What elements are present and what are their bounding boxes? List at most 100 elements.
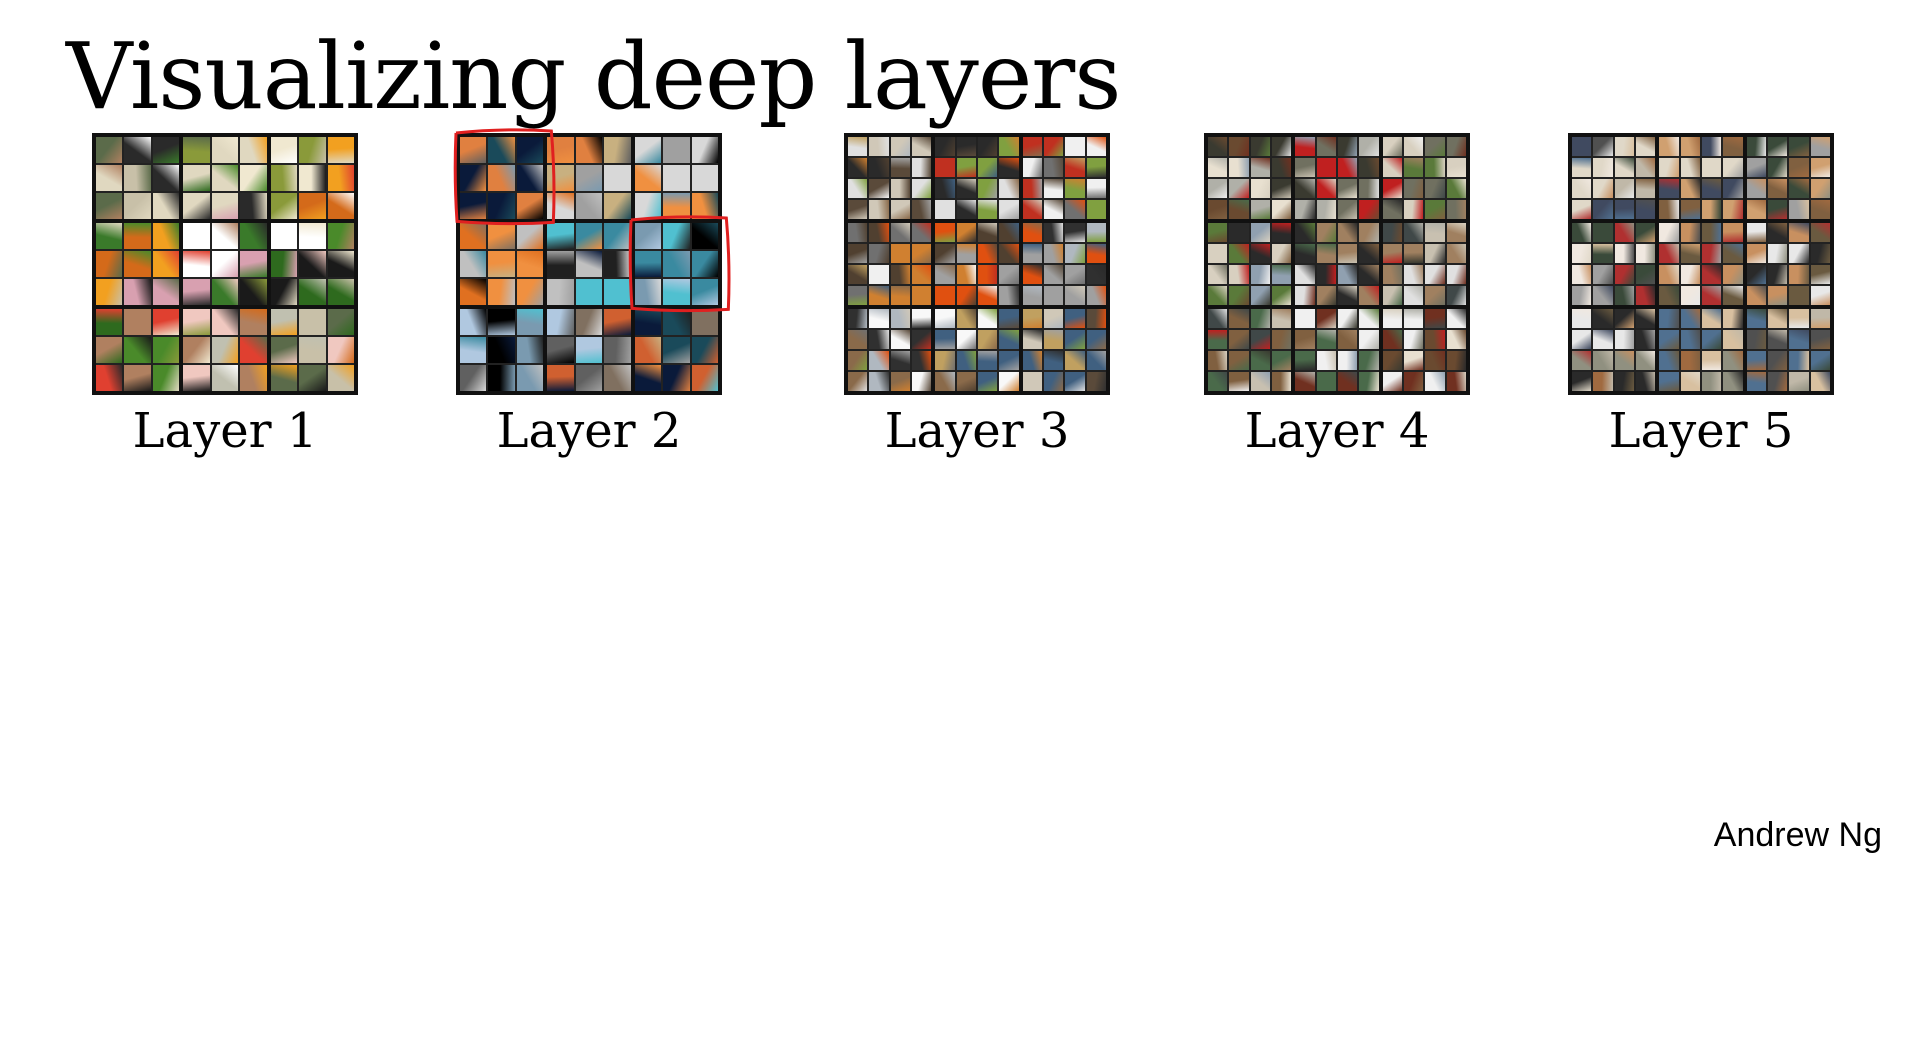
feature-patch <box>604 337 631 363</box>
feature-patch <box>1425 223 1445 242</box>
feature-patch <box>1789 286 1809 305</box>
feature-patch <box>1789 309 1809 328</box>
feature-patch <box>911 179 932 198</box>
feature-grid <box>1568 133 1834 395</box>
feature-patch <box>96 279 123 305</box>
feature-block <box>848 223 932 305</box>
feature-patch <box>1403 286 1424 305</box>
feature-patch <box>1614 137 1634 156</box>
feature-patch <box>911 330 932 349</box>
feature-patch <box>977 137 998 156</box>
feature-patch <box>1250 309 1270 328</box>
feature-patch <box>911 372 932 391</box>
feature-patch <box>848 265 868 284</box>
feature-patch <box>911 137 932 156</box>
feature-patch <box>1337 351 1358 370</box>
feature-patch <box>575 251 603 277</box>
feature-patch <box>1810 286 1830 305</box>
feature-patch <box>890 200 910 219</box>
feature-patch <box>1789 244 1809 263</box>
feature-patch <box>299 193 326 219</box>
feature-patch <box>1229 330 1249 349</box>
feature-patch <box>152 279 180 305</box>
feature-patch <box>1337 179 1358 198</box>
feature-patch <box>1767 223 1788 242</box>
feature-block <box>1659 223 1743 305</box>
feature-patch <box>1295 137 1315 156</box>
feature-patch <box>1680 200 1700 219</box>
feature-patch <box>634 309 662 335</box>
feature-patch <box>691 137 718 163</box>
feature-block <box>634 309 718 391</box>
feature-patch <box>124 193 151 219</box>
feature-patch <box>1403 351 1424 370</box>
feature-patch <box>1746 265 1766 284</box>
layer-label: Layer 5 <box>1608 403 1794 459</box>
feature-patch <box>1701 179 1722 198</box>
feature-patch <box>460 279 487 305</box>
feature-patch <box>1208 179 1228 198</box>
feature-patch <box>1635 351 1656 370</box>
feature-patch <box>1767 330 1788 349</box>
feature-patch <box>1403 179 1424 198</box>
feature-patch <box>1271 351 1292 370</box>
feature-patch <box>1022 200 1042 219</box>
feature-patch <box>1271 372 1292 391</box>
feature-patch <box>1723 330 1743 349</box>
feature-patch <box>575 279 603 305</box>
feature-patch <box>1789 372 1809 391</box>
feature-patch <box>1295 351 1315 370</box>
feature-patch <box>1789 137 1809 156</box>
feature-patch <box>240 279 267 305</box>
feature-patch <box>96 137 123 163</box>
feature-patch <box>977 158 998 177</box>
layer-label: Layer 3 <box>884 403 1070 459</box>
feature-block <box>1295 223 1379 305</box>
feature-patch <box>935 372 955 391</box>
feature-patch <box>1680 372 1700 391</box>
layer-label: Layer 2 <box>496 403 682 459</box>
feature-patch <box>634 193 662 219</box>
feature-patch <box>1659 244 1679 263</box>
feature-patch <box>634 337 662 363</box>
feature-patch <box>1701 372 1722 391</box>
layer-panel-5: Layer 5 <box>1568 133 1834 461</box>
feature-patch <box>1086 223 1106 242</box>
feature-block <box>1022 137 1106 219</box>
feature-patch <box>575 337 603 363</box>
feature-block <box>848 309 932 391</box>
feature-patch <box>935 286 955 305</box>
feature-patch <box>327 223 354 249</box>
feature-patch <box>1359 179 1379 198</box>
feature-patch <box>956 265 976 284</box>
feature-patch <box>1680 244 1700 263</box>
feature-patch <box>1572 244 1592 263</box>
feature-patch <box>488 251 515 277</box>
layer-label: Layer 1 <box>132 403 318 459</box>
feature-patch <box>1810 137 1830 156</box>
feature-patch <box>1593 351 1613 370</box>
feature-patch <box>1382 244 1402 263</box>
feature-patch <box>848 200 868 219</box>
feature-patch <box>211 309 239 335</box>
feature-patch <box>1635 286 1656 305</box>
feature-patch <box>1572 286 1592 305</box>
feature-grid <box>453 128 731 395</box>
feature-patch <box>1403 137 1424 156</box>
feature-patch <box>977 200 998 219</box>
feature-block <box>1208 223 1292 305</box>
feature-patch <box>691 337 718 363</box>
feature-patch <box>183 337 210 363</box>
feature-patch <box>1271 137 1292 156</box>
feature-patch <box>1593 372 1613 391</box>
feature-patch <box>977 179 998 198</box>
feature-patch <box>1359 200 1379 219</box>
feature-patch <box>604 137 631 163</box>
feature-patch <box>1572 309 1592 328</box>
feature-patch <box>1446 286 1466 305</box>
feature-patch <box>1723 372 1743 391</box>
feature-patch <box>1382 330 1402 349</box>
feature-patch <box>663 279 690 305</box>
feature-patch <box>1359 309 1379 328</box>
feature-patch <box>977 223 998 242</box>
